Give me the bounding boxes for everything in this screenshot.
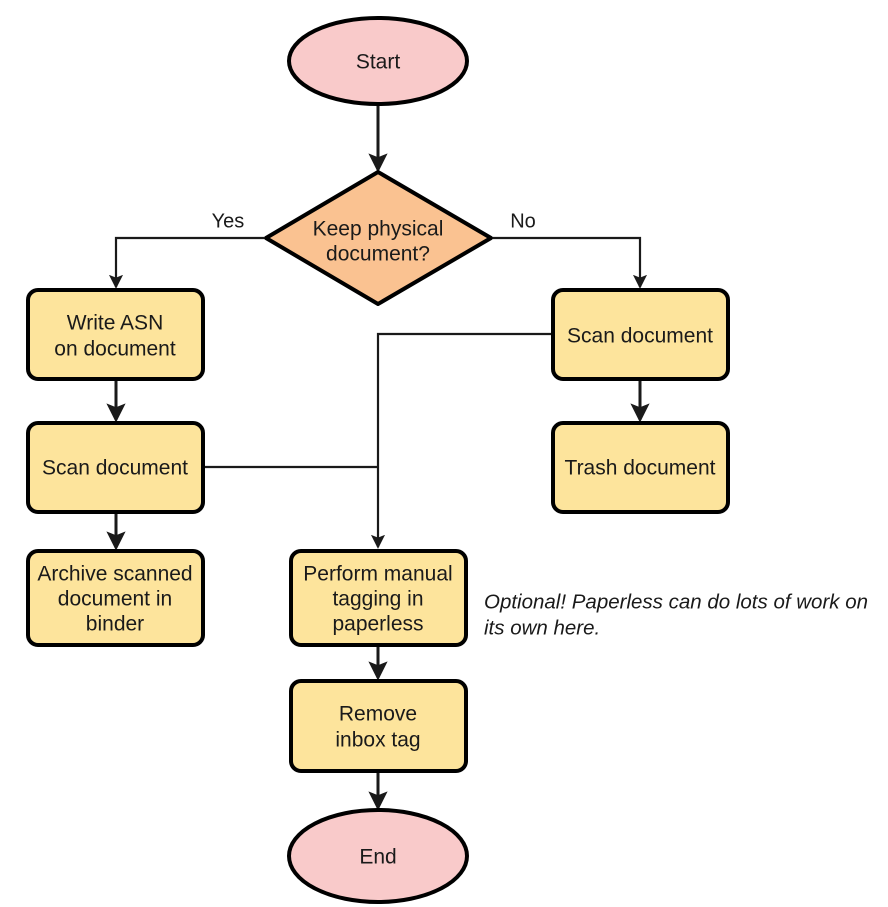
scan-document-left-label: Scan document [42,457,188,480]
node-write-asn-on-document[interactable]: Write ASN on document [26,288,205,381]
node-remove-inbox-tag[interactable]: Remove inbox tag [289,679,468,773]
node-start[interactable]: Start [287,16,469,106]
archive-label-line2: document in [58,588,172,611]
start-label: Start [356,51,401,74]
end-oval[interactable] [287,808,469,904]
write-asn-label-line2: on document [54,338,176,361]
trash-document-label: Trash document [565,457,716,480]
decision-diamond[interactable] [264,170,493,306]
edge-scanright-to-tagging [370,332,552,549]
edge-label-no: No [510,210,536,232]
node-archive-scanned-document[interactable]: Archive scanned document in binder [26,549,205,647]
archive-box[interactable] [26,549,205,647]
edge-layer [106,104,650,811]
scan-document-right-box[interactable] [551,288,730,381]
decision-label-line1: Keep physical [313,218,444,241]
remove-inbox-tag-box[interactable] [289,679,468,773]
remove-inbox-tag-label-line2: inbox tag [335,729,420,752]
optional-note-line2: its own here. [484,616,600,639]
write-asn-label-line1: Write ASN [67,312,163,335]
tagging-label-line3: paperless [332,613,423,636]
tagging-box[interactable] [289,549,468,647]
edge-label-yes: Yes [212,210,245,232]
edge-decision-yes [108,236,264,289]
write-asn-box[interactable] [26,288,205,381]
end-label: End [359,846,396,869]
node-scan-document-right[interactable]: Scan document [551,288,730,381]
scan-document-left-box[interactable] [26,421,205,514]
node-perform-manual-tagging[interactable]: Perform manual tagging in paperless [289,549,468,647]
node-trash-document[interactable]: Trash document [551,421,730,514]
edge-label-layer: Yes No [212,210,536,232]
remove-inbox-tag-label-line1: Remove [339,703,417,726]
archive-label-line3: binder [86,613,144,636]
node-scan-document-left[interactable]: Scan document [26,421,205,514]
edge-decision-no [493,236,648,289]
tagging-label-line2: tagging in [332,588,423,611]
optional-note-line1: Optional! Paperless can do lots of work … [484,590,868,613]
scan-document-right-label: Scan document [567,325,713,348]
archive-label-line1: Archive scanned [37,563,192,586]
tagging-label-line1: Perform manual [303,563,452,586]
start-oval[interactable] [287,16,469,106]
node-decision-keep-physical-document[interactable]: Keep physical document? [264,170,493,306]
optional-note: Optional! Paperless can do lots of work … [484,590,868,639]
trash-document-box[interactable] [551,421,730,514]
node-end[interactable]: End [287,808,469,904]
decision-label-line2: document? [326,243,430,266]
